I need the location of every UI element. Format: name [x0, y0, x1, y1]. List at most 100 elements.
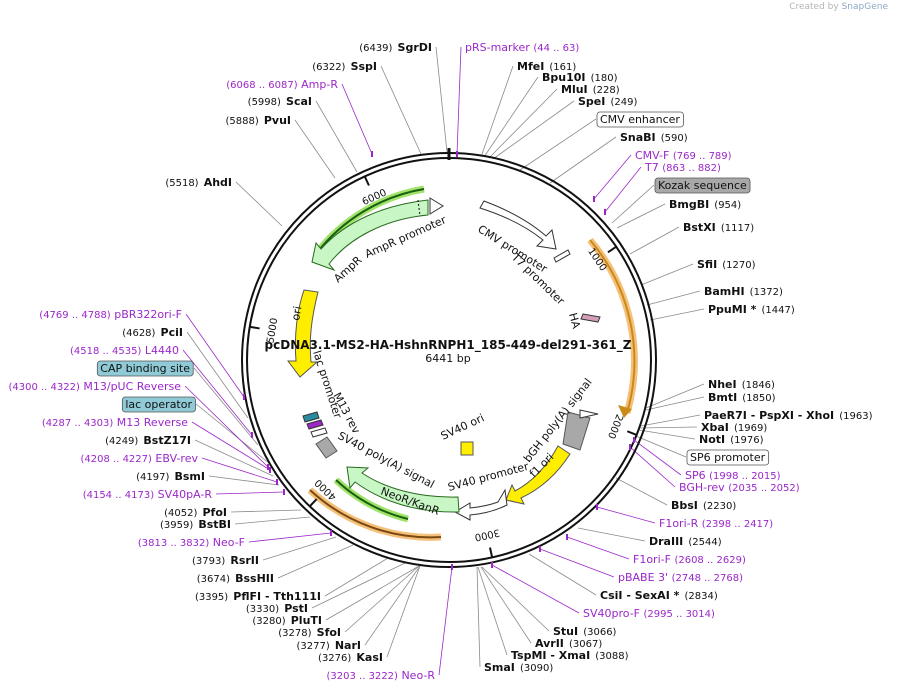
enzyme-position: (3276): [318, 653, 351, 664]
primer-name: SP6: [685, 469, 706, 482]
feature-box-sp6-promoter: [686, 449, 770, 466]
enzyme-name: DraIII: [649, 535, 683, 548]
primer-range: (4287 .. 4303): [42, 418, 114, 429]
enzyme-site-rsrii: (3793) RsrII: [192, 549, 259, 568]
leader-pbr322ori-f: [185, 313, 245, 398]
insert-arc: [589, 239, 636, 414]
enzyme-position: (6439): [359, 43, 392, 54]
feature-callout-cap-binding-site: CAP binding site: [100, 362, 190, 375]
primer-label-cmv-f: CMV-F (769 .. 789): [635, 149, 732, 162]
enzyme-position: (954): [714, 200, 741, 211]
enzyme-name: TspMI - XmaI: [511, 649, 590, 662]
primer-name: CMV-F: [635, 149, 669, 162]
primer-range: (2035 .. 2052): [728, 483, 800, 494]
enzyme-site-paer7i-pspxi-xhoi: PaeR7I - PspXI - XhoI (1963): [704, 404, 873, 423]
tick-mark-3000: [489, 547, 494, 558]
enzyme-name: SspI: [351, 60, 377, 73]
leader-neo-r: [438, 566, 453, 676]
enzyme-position: (3066): [583, 627, 616, 638]
cap-site-marker: [310, 427, 328, 438]
primer-name: F1ori-R: [659, 517, 699, 530]
enzyme-site-sgrdi: (6439) SgrDI: [359, 36, 432, 55]
enzyme-position: (1969): [734, 423, 767, 434]
primer-label-neo-f: (3813 .. 3832) Neo-F: [138, 536, 245, 549]
enzyme-position: (1372): [750, 287, 783, 298]
enzyme-position: (2230): [703, 501, 736, 512]
enzyme-name: XbaI: [701, 421, 729, 434]
leader-ebv-rev: [201, 457, 278, 483]
f1-ori-arrow: [505, 445, 571, 505]
enzyme-position: (180): [591, 73, 618, 84]
enzyme-position: (2544): [688, 537, 721, 548]
enzyme-name: MluI: [561, 83, 588, 96]
ampr-arc: [315, 188, 425, 255]
feature-box-cmv-enhancer: [596, 111, 684, 128]
leader-sp6: [633, 439, 682, 476]
ampr-arrow: [311, 199, 429, 272]
credit: Created by SnapGene: [789, 2, 888, 12]
enzyme-site-xbai: XbaI (1969): [701, 416, 767, 435]
enzyme-position: (590): [661, 133, 688, 144]
enzyme-site-bmti: BmtI (1850): [708, 386, 776, 405]
enzyme-position: (1976): [730, 435, 763, 446]
primer-name: pBR322ori-F: [114, 308, 182, 321]
feature-label-sv40-promoter: SV40 promoter: [446, 460, 530, 494]
primer-label-f1ori-f: F1ori-F (2608 .. 2629): [633, 553, 746, 566]
enzyme-site-bpu10i: Bpu10I (180): [542, 66, 618, 85]
leader-smai: [476, 566, 481, 668]
bgh-arrowhead: [579, 409, 599, 419]
primer-range: (3813 .. 3832): [138, 538, 210, 549]
leader-xbai: [639, 426, 698, 429]
enzyme-site-bsshii: (3674) BssHII: [197, 567, 274, 586]
ori-arrow: [287, 289, 319, 378]
feature-callout-cmv-enhancer: CMV enhancer: [600, 113, 680, 126]
tick-label-3000: 3000: [473, 526, 500, 542]
leader-ahdi: [235, 181, 283, 227]
leader-bbsi: [615, 477, 668, 506]
enzyme-site-draiii: DraIII (2544): [649, 530, 722, 549]
leader-bsmi: [208, 475, 280, 486]
primer-label-amp-r: (6068 .. 6087) Amp-R: [226, 78, 338, 91]
plasmid-name: pcDNA3.1-MS2-HA-HshnRNPH1_185-449-del291…: [265, 338, 632, 353]
enzyme-position: (5888): [225, 116, 258, 127]
feature-box-kozak-sequence: [654, 177, 751, 194]
enzyme-site-pcii: (4628) PciI: [122, 321, 183, 340]
leader-t7: [604, 166, 642, 213]
leader-tspmi-xmai: [477, 566, 508, 656]
enzyme-site-nari: (3277) NarI: [296, 634, 361, 653]
leader-scai: [315, 100, 358, 173]
neor-arc: [335, 479, 409, 520]
enzyme-site-mfei: MfeI (161): [517, 55, 576, 74]
enzyme-name: AvrII: [535, 637, 564, 650]
enzyme-position: (5998): [248, 97, 281, 108]
sv40-promoter-arrow: [453, 488, 508, 521]
enzyme-site-nhei: NheI (1846): [708, 373, 775, 392]
leader-cmv-enhancer: [519, 118, 597, 171]
enzyme-site-pfoi: (4052) PfoI: [164, 501, 227, 520]
primer-range: (6068 .. 6087): [226, 80, 298, 91]
enzyme-name: PciI: [161, 326, 183, 339]
leader-cmv-f: [593, 154, 632, 200]
leader-neo-f: [248, 532, 332, 543]
leader-stui: [481, 566, 550, 632]
enzyme-position: (3395): [195, 592, 228, 603]
feature-callout-kozak-sequence: Kozak sequence: [658, 179, 747, 192]
enzyme-position: (3280): [252, 616, 285, 627]
enzyme-name: BsmI: [175, 470, 206, 483]
leader-snabi: [549, 136, 617, 184]
enzyme-position: (1270): [722, 260, 755, 271]
leader-l4440: [182, 349, 253, 436]
primer-label-m13-puc-reverse: (4300 .. 4322) M13/pUC Reverse: [8, 380, 181, 393]
enzyme-name: BbsI: [671, 499, 698, 512]
primer-range: (863 .. 882): [662, 163, 721, 174]
enzyme-position: (3793): [192, 556, 225, 567]
t7-promoter-marker: [553, 249, 571, 263]
primer-name: SV40pA-R: [158, 488, 213, 501]
feature-box-cap-binding-site: [96, 360, 194, 377]
leader-paer7i-pspxi-xhoi: [640, 414, 701, 427]
enzyme-site-psti: (3330) PstI: [246, 597, 308, 616]
insert-arrowhead: [618, 405, 632, 418]
ampr-dashes: [417, 199, 421, 217]
feature-label-ori: ori: [289, 305, 304, 321]
